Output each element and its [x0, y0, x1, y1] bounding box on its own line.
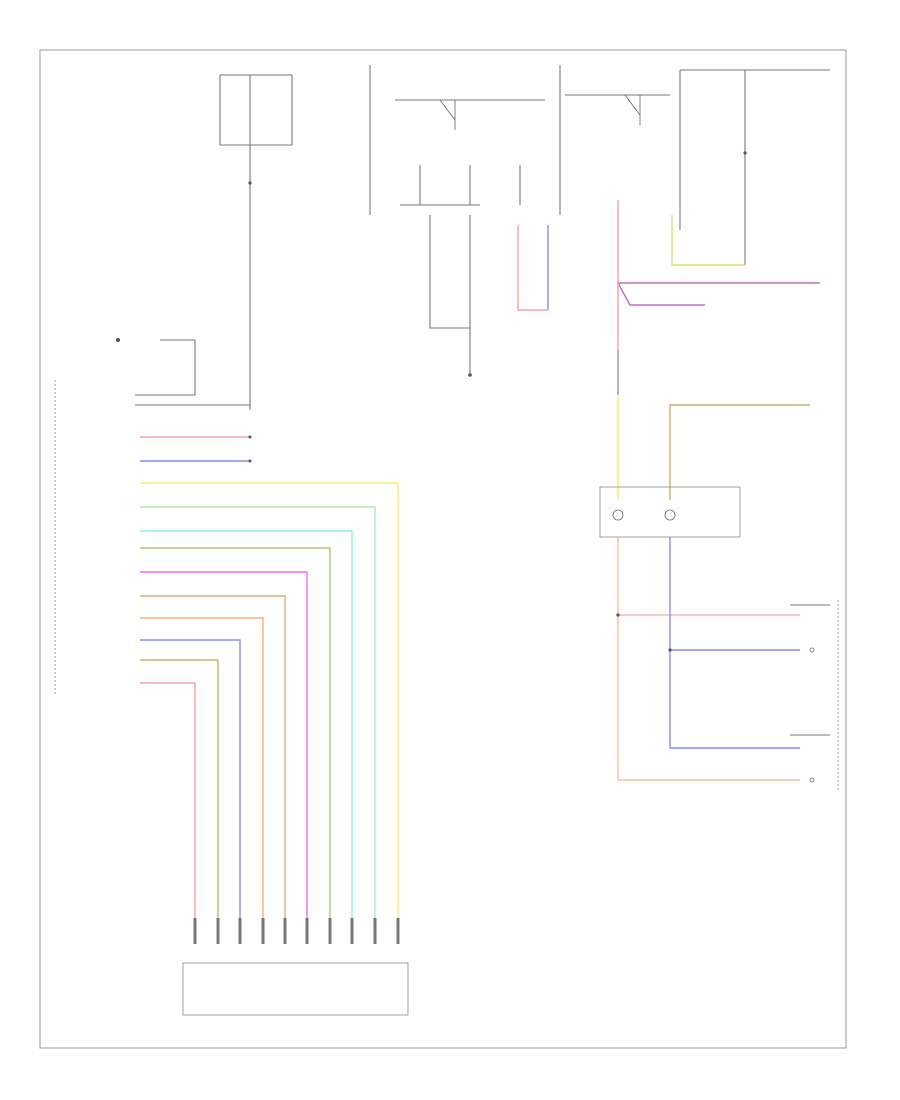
diagram-frame [39, 49, 847, 1049]
connector-wire-tag [261, 918, 265, 944]
connector-wire-tag [305, 918, 309, 944]
fuse-box-left [219, 74, 293, 410]
left-module [54, 338, 250, 695]
left-wires [140, 435, 399, 935]
connector-wire-tag [283, 918, 287, 944]
relay-section [369, 65, 670, 215]
connector-wire-tag [328, 918, 332, 944]
bottom-connector [182, 918, 409, 1016]
connector-wire-tag [373, 918, 377, 944]
ground-wires [429, 215, 472, 377]
fuse-box-right [679, 69, 830, 265]
connector-wire-tag [216, 918, 220, 944]
connector-wire-tag [238, 918, 242, 944]
switch-block [790, 600, 839, 790]
connector-wire-tag [193, 918, 197, 944]
connector-wire-tag [396, 918, 400, 944]
connector-wire-tag [350, 918, 354, 944]
